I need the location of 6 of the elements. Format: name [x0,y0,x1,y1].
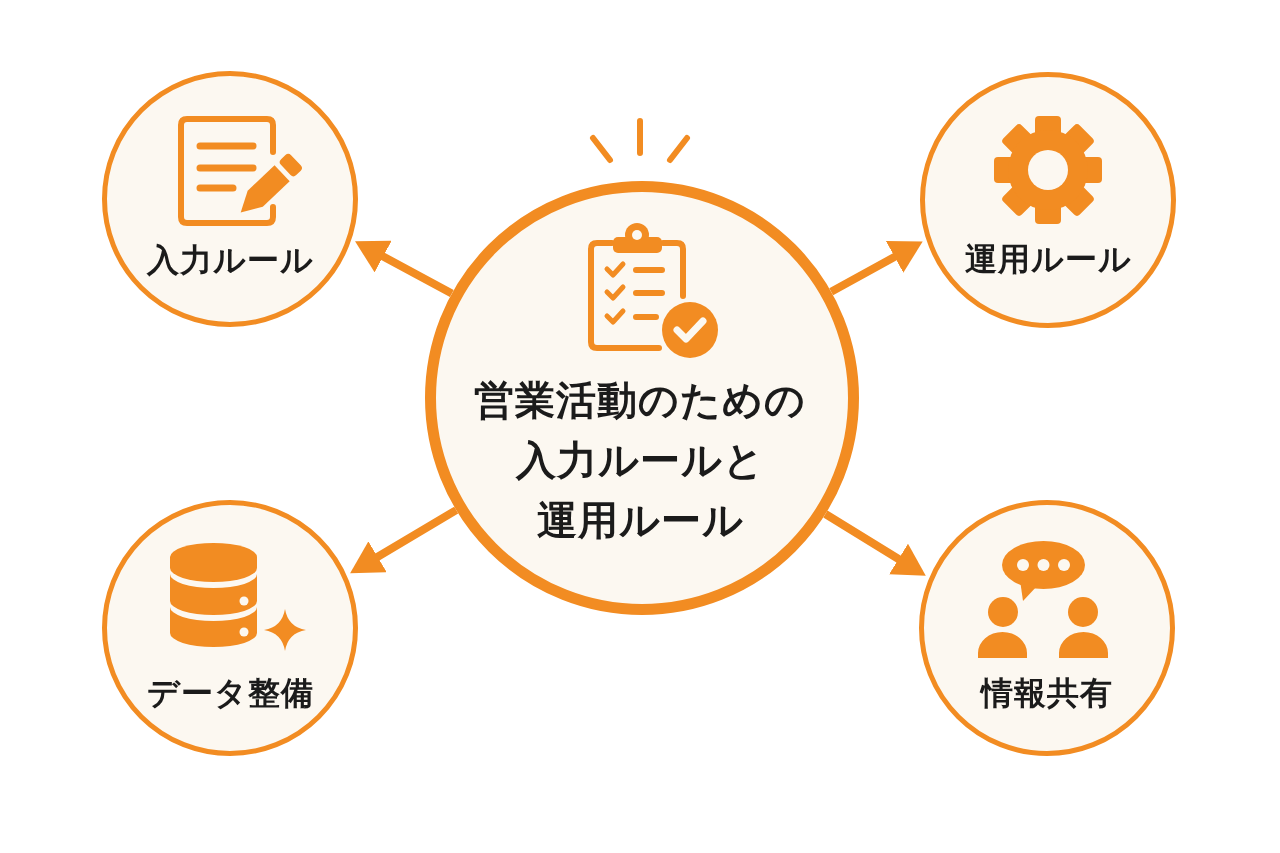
topic-label: 入力ルール [146,240,314,280]
hub-title: 営業活動のための入力ルールと運用ルール [473,376,807,545]
topic-label: 運用ルール [964,239,1132,279]
topic-label: 情報共有 [981,673,1113,713]
arrow [829,238,925,296]
topic-label: データ整備 [146,673,314,713]
